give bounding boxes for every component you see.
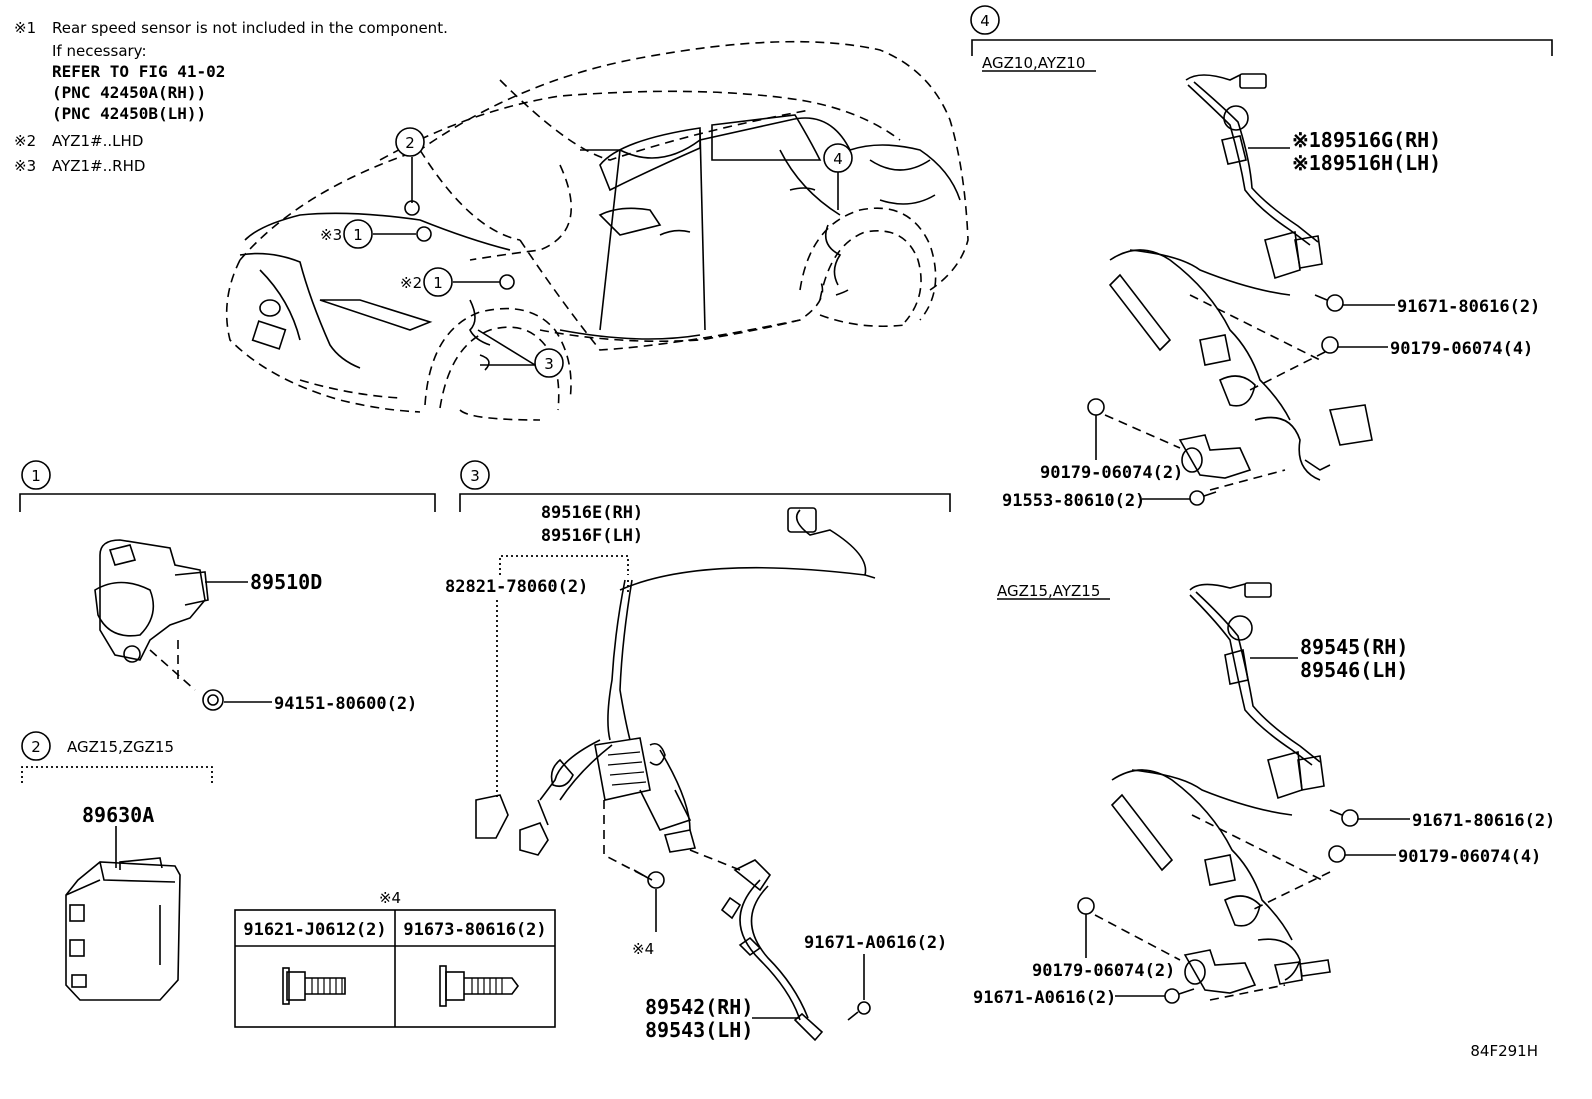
group-a-model: AGZ10,AYZ10 [982, 54, 1085, 72]
note3-text: AYZ1#..RHD [52, 157, 145, 175]
part-89516F: 89516F(LH) [541, 526, 643, 546]
note2-mark: ※2 [14, 132, 36, 150]
section-2: 2 AGZ15,ZGZ15 89630A [21, 731, 213, 1001]
callout-1b-car: 1 [433, 274, 443, 292]
group-b: AGZ15,AYZ15 [973, 582, 1555, 1008]
section1-number: 1 [31, 467, 41, 485]
part-91671-A0616-s3: 91671-A0616(2) [804, 933, 947, 953]
note2-text: AYZ1#..LHD [52, 132, 143, 150]
note1-text: Rear speed sensor is not included in the… [52, 19, 448, 37]
bolt-washer-icon [439, 965, 519, 1007]
bolt-91673-80616: 91673-80616(2) [403, 920, 546, 940]
callout-1a-car: 1 [353, 226, 363, 244]
note1-mark: ※1 [14, 19, 36, 37]
part-91671-80616-b: 91671-80616(2) [1412, 811, 1555, 831]
part-82821-78060: 82821-78060(2) [445, 577, 588, 597]
section2-model: AGZ15,ZGZ15 [67, 738, 174, 756]
note1-pnc-lh: (PNC 42450B(LH)) [52, 104, 206, 123]
part-90179-06074-4-b: 90179-06074(4) [1398, 847, 1541, 867]
note1-pnc-rh: (PNC 42450A(RH)) [52, 83, 206, 102]
bolt-table: ※4 91621-J0612(2) 91673-80616(2) [234, 889, 556, 1028]
part-89516H: ※189516H(LH) [1292, 151, 1441, 175]
callout-mark2: ※2 [400, 274, 422, 292]
part-89543: 89543(LH) [645, 1018, 753, 1042]
part-91671-A0616-b: 91671-A0616(2) [973, 988, 1116, 1008]
part-90179-06074-2-a: 90179-06074(2) [1040, 463, 1183, 483]
notes-block: ※1 Rear speed sensor is not included in … [14, 19, 448, 175]
part-94151-80600: 94151-80600(2) [274, 694, 417, 714]
bolt-flange-icon [282, 967, 346, 1005]
callout-3-car: 3 [544, 355, 554, 373]
note3-mark: ※3 [14, 157, 36, 175]
callout-4-car: 4 [833, 150, 843, 168]
part-91671-80616-a: 91671-80616(2) [1397, 297, 1540, 317]
callout-mark3: ※3 [320, 226, 342, 244]
callout-mark4: ※4 [632, 940, 654, 958]
figure-code: 84F291H [1470, 1042, 1538, 1060]
part-89546: 89546(LH) [1300, 658, 1408, 682]
callout-2-car: 2 [405, 134, 415, 152]
section-3: 3 89516E(RH) 89516F(LH) 82821-78060(2) [445, 460, 951, 1042]
part-90179-06074-4-a: 90179-06074(4) [1390, 339, 1533, 359]
section-4: 4 AGZ10,AYZ10 [970, 5, 1555, 1008]
part-89516G: ※189516G(RH) [1292, 128, 1441, 152]
part-89510D: 89510D [250, 570, 322, 594]
section-1: 1 89510D 94151-80600(2) [19, 460, 436, 714]
bolt-91621-J0612: 91621-J0612(2) [243, 920, 386, 940]
bolt-table-mark: ※4 [379, 889, 401, 907]
section3-number: 3 [470, 467, 480, 485]
location-markers [373, 157, 839, 366]
car-callouts: 2 ※3 1 ※2 1 3 4 [320, 127, 853, 378]
rear-wheel [799, 207, 937, 327]
part-89516E: 89516E(RH) [541, 503, 643, 523]
part-89542: 89542(RH) [645, 995, 753, 1019]
section2-number: 2 [31, 738, 41, 756]
note1-ref: REFER TO FIG 41-02 [52, 62, 225, 81]
part-91553-80610: 91553-80610(2) [1002, 491, 1145, 511]
part-90179-06074-2-b: 90179-06074(2) [1032, 961, 1175, 981]
part-89630A: 89630A [82, 803, 154, 827]
group-a: AGZ10,AYZ10 [982, 54, 1540, 511]
section4-number: 4 [980, 12, 990, 30]
group-b-model: AGZ15,AYZ15 [997, 582, 1100, 600]
note1-if: If necessary: [52, 42, 147, 60]
part-89545: 89545(RH) [1300, 635, 1408, 659]
